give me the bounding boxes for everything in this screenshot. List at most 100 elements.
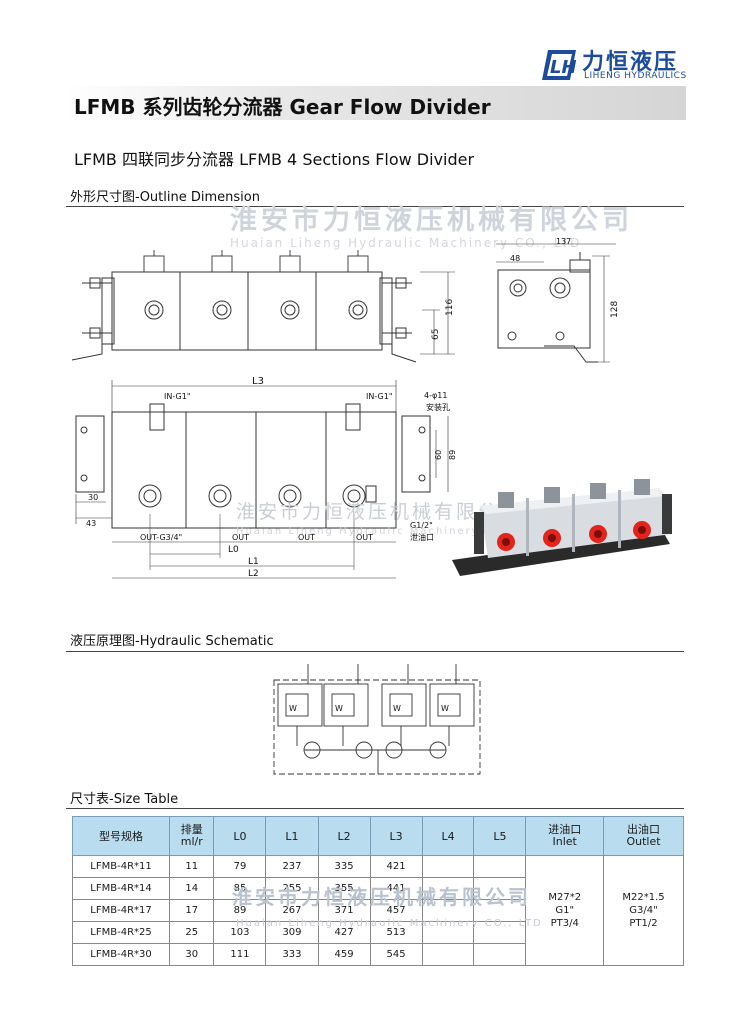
header-outlet-cn: 出油口 <box>627 823 661 836</box>
cell-l0: 111 <box>213 943 267 966</box>
watermark-table-en: Huaian Liheng Hydraulic Machinery CO., L… <box>236 918 543 929</box>
outlet-line3: PT1/2 <box>629 918 658 929</box>
brand-name-en: LIHENG HYDRAULICS <box>584 71 687 81</box>
liheng-logo-icon: LH <box>542 50 577 80</box>
cell-l1: 333 <box>265 943 319 966</box>
watermark-table-cn: 淮安市力恒液压机械有限公司 <box>232 885 531 909</box>
dim-65: 65 <box>431 329 441 340</box>
dim-89: 89 <box>448 450 457 460</box>
logo-letters: LH <box>550 57 577 78</box>
dim-48: 48 <box>510 254 520 263</box>
cell-l2: 335 <box>317 855 371 878</box>
cell-l5 <box>473 855 527 878</box>
header-l5: L5 <box>473 816 527 856</box>
watermark-cn: 淮安市力恒液压机械有限公司 <box>230 205 633 236</box>
cell-l1: 237 <box>265 855 319 878</box>
inlet-line3: PT3/4 <box>550 918 579 929</box>
schematic-label-2: W <box>335 704 343 713</box>
header-model: 型号规格 <box>71 816 171 856</box>
watermark-mid-en: Huaian Liheng Hydraulic Machinery CO., L… <box>236 526 543 537</box>
page-title: LFMB 系列齿轮分流器 Gear Flow Divider <box>74 95 491 119</box>
page-subtitle: LFMB 四联同步分流器 LFMB 4 Sections Flow Divide… <box>74 150 475 169</box>
outlet-line2: G3/4" <box>629 905 658 916</box>
table-row: LFMB-4R*25 25 103 309 427 513 <box>71 921 684 944</box>
cell-model: LFMB-4R*11 <box>71 855 171 878</box>
label-drain: G1/2" <box>410 521 433 530</box>
hydraulic-schematic: W W W W <box>273 664 481 775</box>
table-row: LFMB-4R*14 14 85 255 355 441 <box>71 877 684 900</box>
section-divider <box>66 808 684 809</box>
section-title-schematic: 液压原理图-Hydraulic Schematic <box>70 634 274 649</box>
label-out-4: OUT <box>356 533 373 542</box>
watermark-mid-cn: 淮安市力恒液压机械有限公司 <box>236 501 523 523</box>
dim-43: 43 <box>86 519 96 528</box>
inlet-line2: G1" <box>555 905 575 916</box>
label-out-3: OUT <box>298 533 315 542</box>
cell-l5 <box>473 943 527 966</box>
side-view-drawing: 137 48 128 <box>496 238 620 363</box>
cell-l0: 79 <box>213 855 267 878</box>
cell-disp: 17 <box>169 899 215 922</box>
schematic-label-4: W <box>441 704 449 713</box>
schematic-label-1: W <box>289 704 297 713</box>
header-l1: L1 <box>265 816 319 856</box>
outlet-line1: M22*1.5 <box>622 892 665 903</box>
label-l0: L0 <box>228 545 239 555</box>
header-l3: L3 <box>369 816 423 856</box>
label-l1: L1 <box>248 557 259 567</box>
label-in-right: IN-G1" <box>366 392 393 401</box>
schematic-label-3: W <box>393 704 401 713</box>
header-disp-top: 排量 <box>180 823 203 836</box>
section-title-table: 尺寸表-Size Table <box>70 792 179 807</box>
label-in-left: IN-G1" <box>164 392 191 401</box>
cell-l3: 545 <box>369 943 423 966</box>
section-divider <box>66 206 684 207</box>
dim-137: 137 <box>556 238 571 246</box>
plan-view-drawing: L3 IN-G1" IN-G1" 4-φ11 安装孔 60 89 30 43 O… <box>75 376 457 579</box>
header-l0: L0 <box>213 816 267 856</box>
header-inlet-en: Inlet <box>552 835 577 848</box>
cell-model: LFMB-4R*14 <box>71 877 171 900</box>
dim-128: 128 <box>610 301 620 318</box>
cell-disp: 30 <box>169 943 215 966</box>
dim-30: 30 <box>88 493 98 502</box>
inlet-line1: M27*2 <box>548 892 582 903</box>
cell-disp: 11 <box>169 855 215 878</box>
watermark-en: Huaian Liheng Hydraulic Machinery CO., L… <box>230 236 582 250</box>
title-bar <box>66 86 686 120</box>
header-outlet-en: Outlet <box>626 835 661 848</box>
label-drain-cn: 泄油口 <box>410 532 434 542</box>
cell-l4 <box>421 855 475 878</box>
label-holes-cn: 安装孔 <box>426 402 450 412</box>
label-holes: 4-φ11 <box>424 391 447 400</box>
header-inlet-cn: 进油口 <box>548 823 582 836</box>
label-l3: L3 <box>252 376 264 387</box>
cell-model: LFMB-4R*25 <box>71 921 171 944</box>
dim-116: 116 <box>445 299 455 316</box>
product-photo <box>452 479 672 576</box>
header-l4: L4 <box>421 816 475 856</box>
cell-l2: 459 <box>317 943 371 966</box>
header-l2: L2 <box>317 816 371 856</box>
label-out-2: OUT <box>232 533 249 542</box>
cell-l4 <box>421 943 475 966</box>
cell-disp: 25 <box>169 921 215 944</box>
brand-name-cn: 力恒液压 <box>582 50 679 75</box>
cell-model: LFMB-4R*30 <box>71 943 171 966</box>
section-title-outline: 外形尺寸图-Outline Dimension <box>70 190 260 205</box>
cell-model: LFMB-4R*17 <box>71 899 171 922</box>
header-disp-unit: ml/r <box>180 835 203 848</box>
front-view-drawing: 116 65 <box>71 250 455 363</box>
label-l2: L2 <box>248 569 259 579</box>
label-out-first: OUT-G3/4" <box>140 533 182 542</box>
table-row: LFMB-4R*30 30 111 333 459 545 <box>71 943 684 966</box>
dim-60: 60 <box>434 450 443 460</box>
